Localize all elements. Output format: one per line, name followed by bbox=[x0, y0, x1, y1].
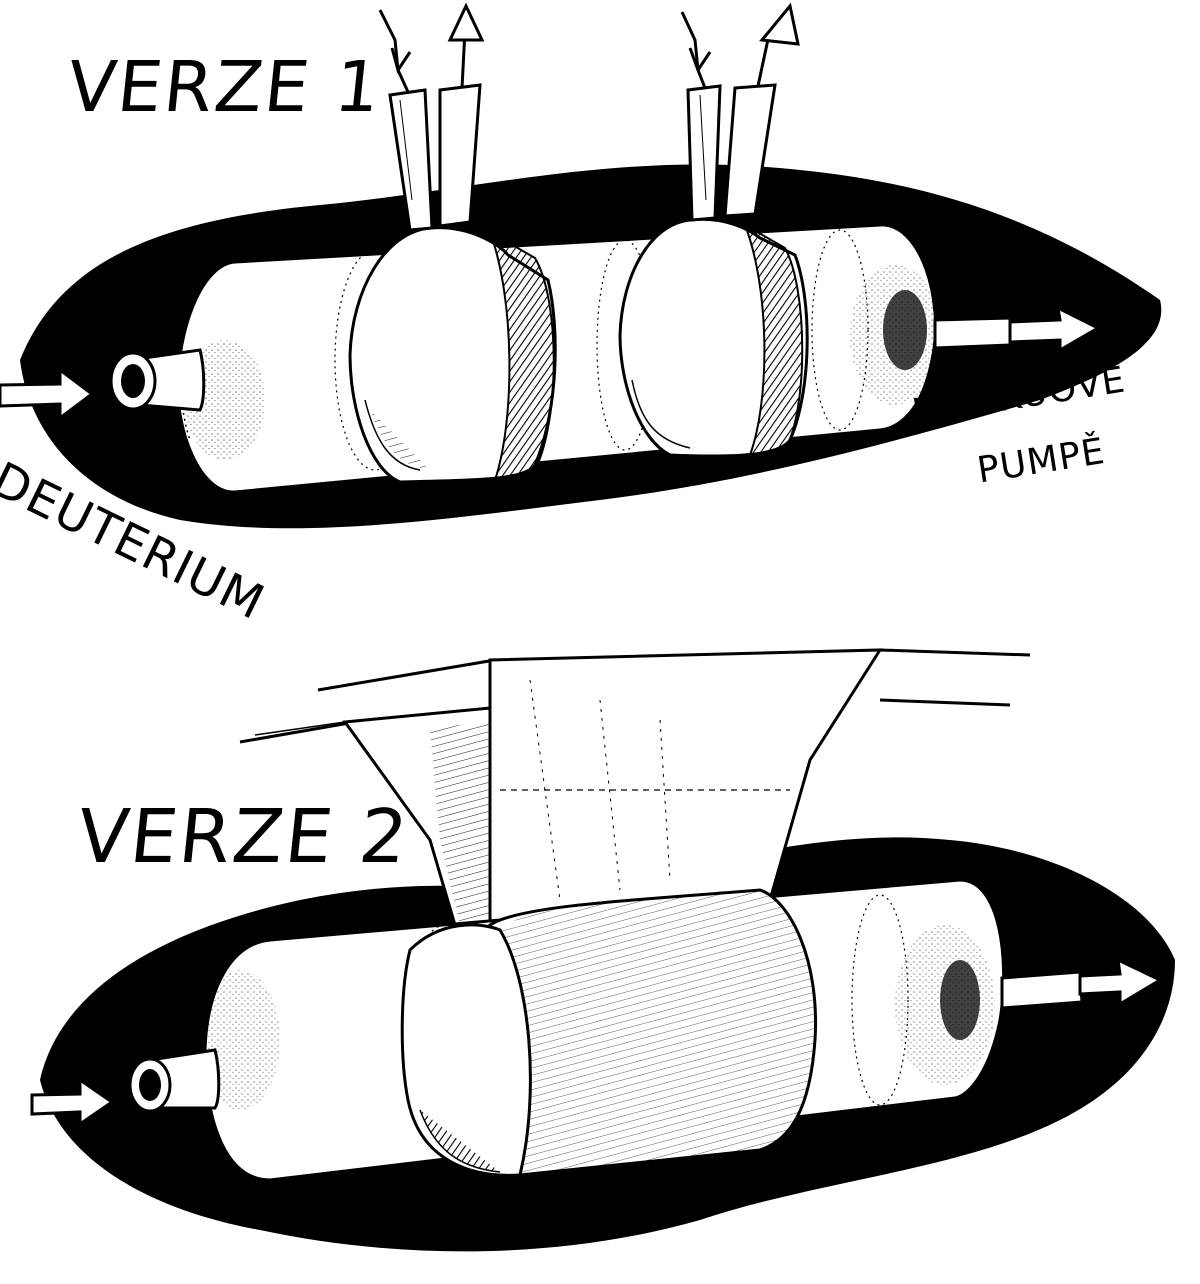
outlet-v2 bbox=[1000, 970, 1084, 1010]
version1-diagram bbox=[0, 2, 1162, 529]
version2-title: VERZE 2 bbox=[73, 794, 414, 880]
inlet-arrow-v1-icon bbox=[0, 367, 95, 421]
arrow-out-2-icon bbox=[756, 2, 800, 87]
coolant-arrows-v1 bbox=[378, 2, 800, 93]
funnel-v2 bbox=[342, 648, 883, 937]
rails-v2 bbox=[239, 648, 1031, 744]
inlet-arrow-v2-icon bbox=[30, 1077, 115, 1127]
inlet-nozzle-v1 bbox=[109, 348, 206, 412]
arrow-out-1-icon bbox=[447, 2, 485, 89]
inlet-nozzle-v2 bbox=[128, 1048, 221, 1113]
ring-2-v1 bbox=[618, 217, 809, 458]
arrow-in-1-icon bbox=[378, 9, 412, 93]
version2-diagram bbox=[30, 648, 1175, 1252]
sleeve-v2 bbox=[400, 888, 818, 1177]
outlet-arrow-v2-icon bbox=[1078, 957, 1164, 1007]
version1-title: VERZE 1 bbox=[63, 46, 387, 128]
ring-1-v1 bbox=[348, 226, 557, 484]
outlet-v1 bbox=[933, 316, 1012, 350]
pipes-v1 bbox=[388, 83, 777, 232]
arrow-in-2-icon bbox=[680, 11, 712, 89]
outlet-arrow-v1-icon bbox=[1008, 305, 1102, 353]
